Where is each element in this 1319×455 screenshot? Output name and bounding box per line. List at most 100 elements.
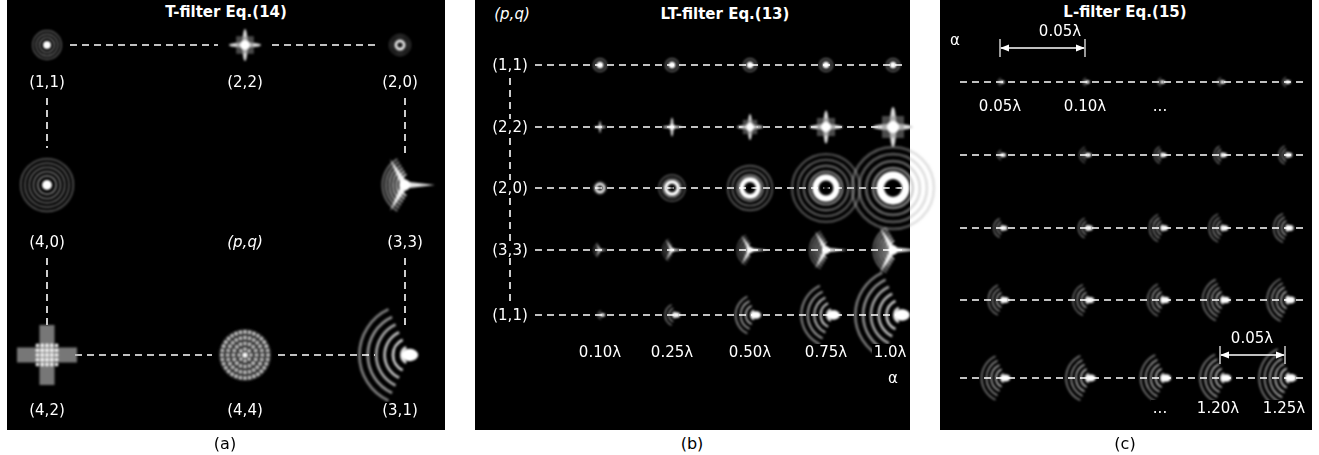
spot-shape: [1286, 153, 1293, 158]
spot-shape: [1076, 365, 1085, 392]
spot-shape: [1281, 368, 1287, 387]
spot-shape: [396, 41, 404, 49]
spot-shape: [740, 238, 747, 262]
spot-shape: [741, 301, 750, 329]
spot-shape: [401, 349, 418, 361]
spot-shape: [221, 354, 224, 357]
pattern-label: (p,q): [225, 234, 265, 251]
spot-shape: [1083, 150, 1086, 161]
spot-shape: [669, 124, 675, 130]
pattern-label: 0.05λ: [1037, 23, 1083, 40]
spot-shape: [248, 331, 251, 334]
spot-shape: [235, 369, 238, 372]
pattern-label: (2,0): [490, 180, 530, 197]
spot-shape: [1272, 283, 1283, 317]
spot-shape: [359, 309, 388, 400]
spot-shape: [600, 313, 605, 317]
spot-shape: [231, 334, 234, 337]
dashed-line: [960, 81, 1306, 83]
pattern-label: (3,1): [380, 402, 420, 419]
spot-shape: [663, 239, 669, 261]
panel-title: T-filter Eq.(14): [163, 4, 289, 21]
spot-shape: [45, 344, 49, 348]
spot-shape: [235, 332, 238, 335]
spot-shape: [1158, 78, 1161, 87]
spot-shape: [40, 353, 44, 357]
spot-shape: [1073, 285, 1083, 316]
spot-shape: [265, 363, 268, 366]
spot-shape: [1080, 147, 1085, 163]
spot-shape: [996, 369, 1002, 386]
spot-shape: [224, 341, 227, 344]
pattern-label: α: [886, 370, 900, 387]
spot-shape: [894, 309, 910, 320]
spot-shape: [810, 172, 843, 205]
dashed-line: [535, 64, 905, 66]
spot-shape: [888, 245, 897, 254]
spot-shape: [1220, 80, 1225, 84]
dashed-line: [404, 98, 406, 158]
spot-shape: [1216, 369, 1222, 388]
spot-shape: [997, 222, 1001, 235]
spot-patterns: [17, 29, 1297, 407]
spot-shape: [814, 297, 825, 332]
spot-shape: [40, 348, 44, 352]
spot-shape: [751, 311, 761, 318]
spot-shape: [1276, 287, 1284, 312]
spot-shape: [737, 235, 745, 264]
spot-shape: [792, 154, 860, 222]
spot-shape: [1217, 149, 1221, 161]
panel-ground: [7, 0, 445, 430]
spot-shape: [55, 353, 59, 357]
pattern-label: (p,q): [492, 6, 532, 23]
spot-shape: [1200, 354, 1215, 401]
spot-shape: [988, 285, 998, 315]
spot-shape: [29, 167, 65, 203]
spot-shape: [231, 366, 234, 369]
spot-shape: [233, 358, 236, 361]
spot-shape: [40, 344, 44, 348]
dashed-line: [75, 354, 212, 356]
spot-shape: [1161, 297, 1170, 303]
spot-shape: [598, 125, 602, 129]
spot-shape: [36, 348, 40, 352]
spot-shape: [222, 345, 225, 348]
spot-shape: [252, 339, 255, 342]
spot-shape: [1221, 153, 1227, 158]
spot-shape: [821, 122, 831, 132]
spot-shape: [244, 359, 247, 362]
spot-shape: [1286, 225, 1294, 231]
spot-shape: [1265, 354, 1280, 402]
spot-shape: [1286, 297, 1295, 304]
spot-shape: [808, 292, 823, 339]
spot-shape: [40, 358, 44, 362]
spot-shape: [221, 349, 224, 352]
spot-shape: [817, 118, 835, 136]
spot-shape: [244, 371, 247, 374]
spot-shape: [1000, 153, 1006, 157]
spot-shape: [50, 348, 54, 352]
spot-shape: [890, 62, 897, 69]
spot-shape: [259, 362, 262, 365]
dashed-line: [535, 249, 905, 251]
panel-ground: [940, 0, 1312, 430]
spot-shape: [1149, 215, 1158, 242]
spot-shape: [1283, 77, 1286, 87]
spot-shape: [1270, 359, 1282, 398]
pattern-label: 0.75λ: [803, 344, 849, 361]
spot-shape: [666, 182, 678, 194]
spot-shape: [235, 339, 238, 342]
panel-title: LT-filter Eq.(13): [659, 6, 792, 23]
spot-shape: [1203, 279, 1216, 320]
pattern-label: 0.50λ: [727, 344, 773, 361]
spot-shape: [1146, 360, 1158, 397]
spot-shape: [244, 377, 247, 380]
spot-shape: [252, 362, 255, 365]
spot-shape: [393, 340, 403, 370]
spot-shape: [1083, 78, 1086, 86]
pattern-label: (4,0): [27, 234, 67, 251]
spot-shape: [383, 159, 398, 211]
spot-shape: [1210, 364, 1219, 392]
spot-shape: [36, 353, 40, 357]
spot-shape: [1081, 292, 1086, 307]
